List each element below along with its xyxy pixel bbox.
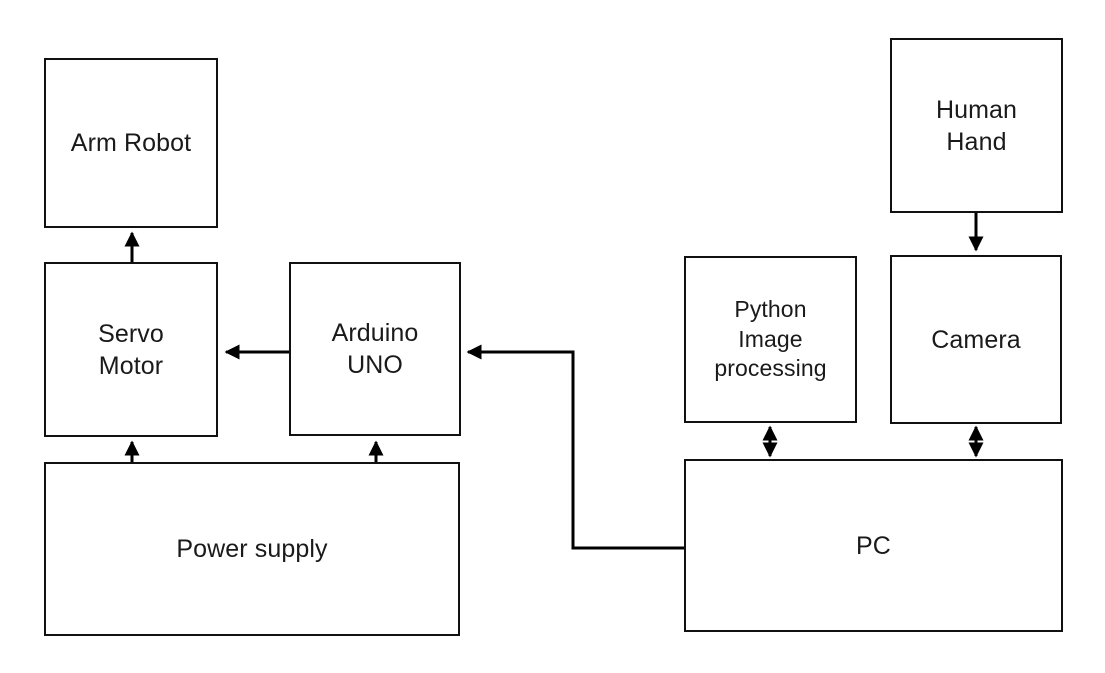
- node-label-pc: PC: [856, 531, 891, 560]
- node-pc[interactable]: PC: [684, 459, 1063, 632]
- node-label-human-hand: Human Hand: [935, 95, 1018, 156]
- node-label-camera: Camera: [931, 325, 1021, 354]
- node-label-python-image-processing: Python Image processing: [714, 296, 827, 382]
- node-label-servo-motor: Servo Motor: [98, 319, 164, 380]
- node-python-image-processing[interactable]: Python Image processing: [684, 256, 857, 423]
- node-power-supply[interactable]: Power supply: [44, 462, 460, 636]
- node-arduino-uno[interactable]: Arduino UNO: [289, 262, 461, 436]
- connector-pc-to-arduino: [466, 344, 684, 550]
- node-label-arm-robot: Arm Robot: [70, 129, 192, 157]
- node-label-arduino-uno: Arduino UNO: [331, 319, 419, 379]
- node-camera[interactable]: Camera: [890, 255, 1062, 424]
- node-label-power-supply: Power supply: [176, 535, 328, 563]
- node-servo-motor[interactable]: Servo Motor: [44, 262, 218, 437]
- node-arm-robot[interactable]: Arm Robot: [44, 58, 218, 228]
- node-human-hand[interactable]: Human Hand: [890, 38, 1063, 213]
